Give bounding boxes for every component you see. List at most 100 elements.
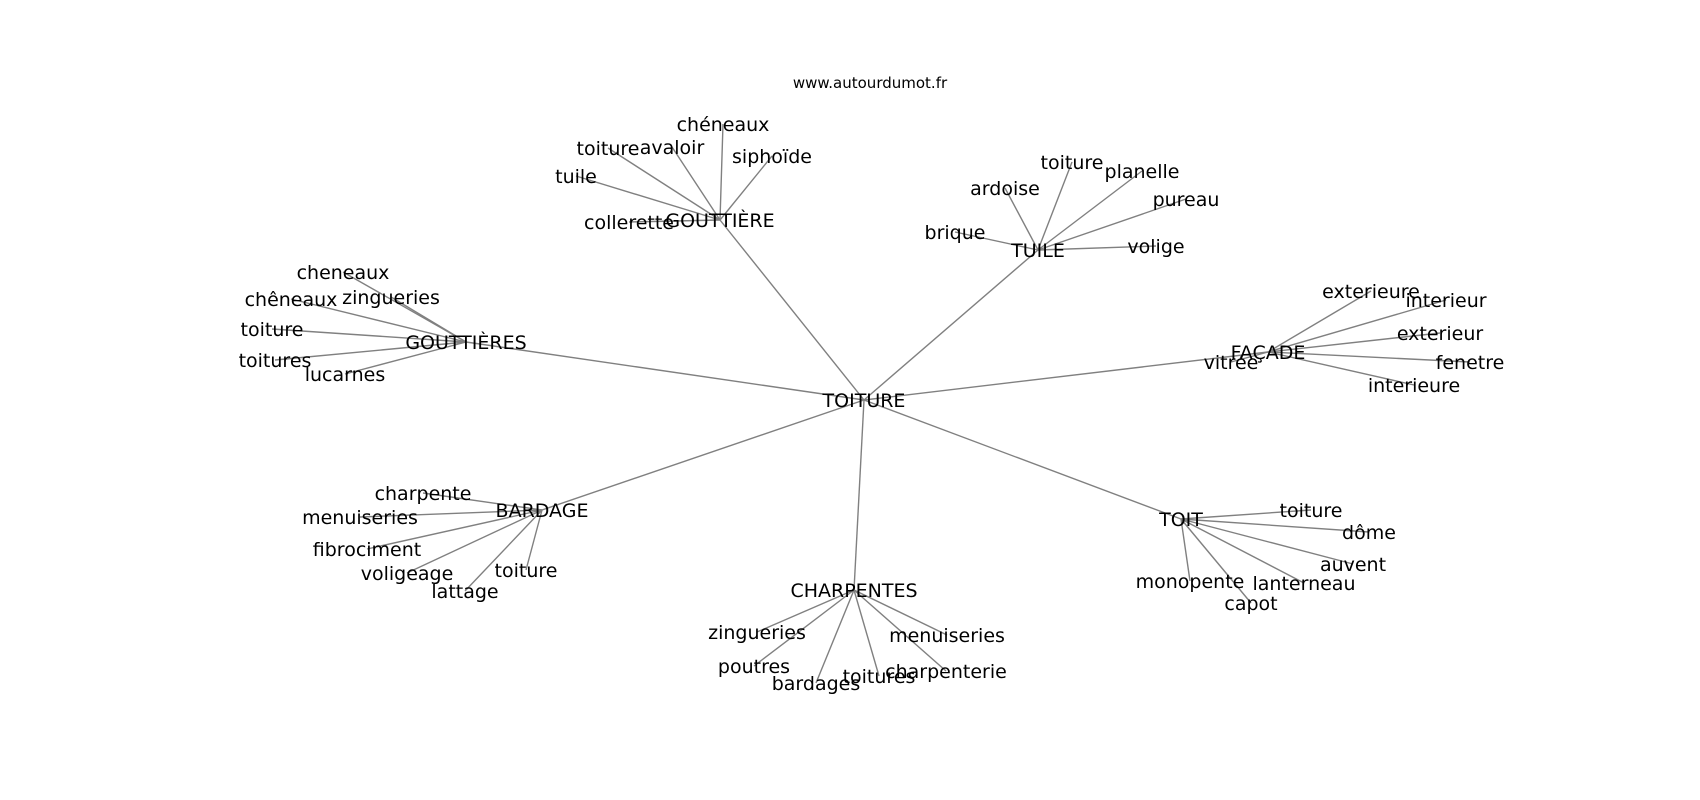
hub-node-label: TUILE	[1010, 240, 1065, 262]
edge-hub-to-leaf	[274, 341, 467, 361]
edge-hub-to-leaf	[753, 589, 855, 667]
root-node-label: TOITURE	[822, 390, 906, 412]
leaf-node-label: exterieure	[1322, 281, 1420, 303]
edge-hub-to-leaf	[719, 123, 724, 221]
edge-hub-to-leaf	[1180, 518, 1305, 584]
edge-root-to-hub	[719, 219, 865, 401]
leaf-node-label: siphoïde	[732, 146, 812, 168]
edge-hub-to-leaf	[575, 175, 721, 221]
leaf-node-label: lanterneau	[1253, 573, 1356, 595]
edge-hub-to-leaf	[756, 589, 855, 633]
leaf-node-label: fibrociment	[313, 539, 421, 561]
leaf-node-label: tuile	[555, 166, 597, 188]
edge-hub-to-leaf	[853, 589, 948, 636]
hub-node-label: GOUTTIÈRES	[405, 331, 526, 354]
edge-hub-to-leaf	[1180, 518, 1191, 582]
edge-hub-to-leaf	[406, 509, 543, 574]
edge-hub-to-leaf	[1037, 170, 1143, 251]
edge-root-to-hub	[541, 399, 865, 511]
leaf-node-label: monopente	[1136, 571, 1245, 593]
hub-node-label: BARDAGE	[496, 500, 589, 522]
edge-hub-to-leaf	[290, 298, 467, 343]
edge-hub-to-leaf	[1267, 299, 1447, 353]
edge-hub-to-leaf	[1267, 290, 1372, 353]
leaf-node-label: interieur	[1405, 290, 1486, 312]
edge-hub-to-leaf	[464, 509, 543, 592]
edge-hub-to-leaf	[607, 147, 721, 221]
edge-hub-to-leaf	[422, 492, 543, 511]
leaf-node-label: toiture	[577, 138, 640, 160]
edge-hub-to-leaf	[853, 589, 947, 672]
leaf-node-label: bardages	[772, 673, 861, 695]
leaf-node-label: poutres	[718, 656, 790, 678]
leaf-node-label: volige	[1127, 236, 1184, 258]
leaf-node-label: menuiseries	[889, 625, 1005, 647]
edge-root-to-hub	[465, 341, 865, 401]
edge-hub-to-leaf	[1037, 245, 1157, 251]
edge-hub-to-leaf	[853, 589, 880, 677]
leaf-node-label: avaloir	[640, 137, 705, 159]
hub-node-label: CHARPENTES	[790, 580, 917, 602]
edge-hub-to-leaf	[1004, 187, 1039, 251]
edge-hub-to-leaf	[344, 341, 467, 375]
leaf-node-label: toiture	[1280, 500, 1343, 522]
edge-hub-to-leaf	[366, 509, 543, 550]
leaf-node-label: voligeage	[361, 563, 454, 585]
edge-hub-to-leaf	[1037, 198, 1187, 251]
edge-hub-to-leaf	[1180, 518, 1370, 533]
edge-hub-to-leaf	[1267, 332, 1441, 353]
edge-hub-to-leaf	[671, 146, 721, 221]
edge-hub-to-leaf	[1180, 518, 1252, 604]
leaf-node-label: chêneaux	[245, 289, 338, 311]
edge-hub-to-leaf	[525, 509, 543, 571]
edge-hub-to-leaf	[1230, 351, 1269, 363]
leaf-node-label: capot	[1224, 593, 1277, 615]
edge-root-to-hub	[853, 399, 865, 591]
leaf-node-label: planelle	[1105, 161, 1180, 183]
edge-hub-to-leaf	[1180, 509, 1312, 520]
edge-hub-to-leaf	[1180, 518, 1354, 565]
edge-root-to-hub	[863, 399, 1182, 520]
edge-hub-to-leaf	[719, 155, 773, 221]
leaf-node-label: ardoise	[970, 178, 1040, 200]
source-credit-text: www.autourdumot.fr	[793, 74, 948, 92]
leaf-node-label: fenetre	[1436, 352, 1505, 374]
leaf-node-label: lattage	[431, 581, 498, 603]
leaf-node-label: charpenterie	[885, 661, 1007, 683]
leaf-node-label: toitures	[843, 666, 916, 688]
hub-node-label: TOIT	[1158, 509, 1203, 531]
graph-edges	[271, 123, 1471, 684]
leaf-node-label: toiture	[1041, 152, 1104, 174]
leaf-node-label: menuiseries	[302, 507, 418, 529]
leaf-node-label: lucarnes	[305, 364, 386, 386]
edge-hub-to-leaf	[1037, 161, 1073, 251]
leaf-node-label: chéneaux	[677, 114, 770, 136]
hub-node-label: FAÇADE	[1231, 342, 1306, 364]
leaf-node-label: exterieur	[1397, 323, 1484, 345]
edge-root-to-hub	[863, 249, 1039, 401]
edge-hub-to-leaf	[1267, 351, 1415, 386]
leaf-node-label: charpente	[375, 483, 472, 505]
leaf-node-label: toitures	[239, 350, 312, 372]
leaf-node-label: vitrée	[1204, 352, 1259, 374]
leaf-node-label: zingueries	[708, 622, 806, 644]
leaf-node-label: dôme	[1342, 522, 1396, 544]
edge-root-to-hub	[863, 351, 1269, 401]
leaf-node-label: brique	[925, 222, 986, 244]
edge-hub-to-leaf	[359, 509, 543, 518]
leaf-node-label: pureau	[1153, 189, 1220, 211]
leaf-node-label: cheneaux	[297, 262, 390, 284]
leaf-node-label: auvent	[1320, 554, 1386, 576]
edge-hub-to-leaf	[271, 328, 467, 343]
edge-hub-to-leaf	[954, 231, 1039, 251]
leaf-node-label: toiture	[241, 319, 304, 341]
edge-hub-to-leaf	[1267, 351, 1471, 363]
hub-node-label: GOUTTIÈRE	[665, 209, 774, 232]
leaf-node-label: collerette	[584, 212, 674, 234]
leaf-node-label: zingueries	[342, 287, 440, 309]
leaf-node-label: toiture	[495, 560, 558, 582]
leaf-node-label: interieure	[1368, 375, 1460, 397]
